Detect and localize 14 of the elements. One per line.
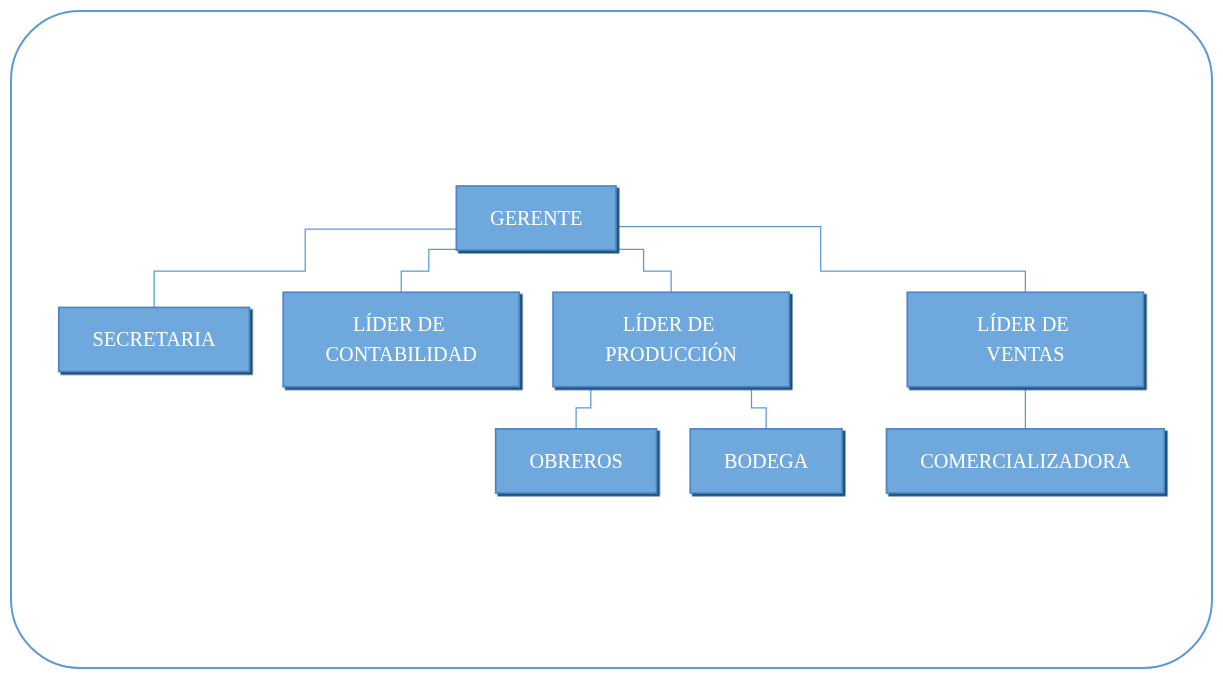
connector	[153, 228, 457, 309]
node-box	[57, 306, 251, 373]
node-box	[552, 291, 791, 388]
node-box	[885, 428, 1166, 494]
connector	[615, 226, 1026, 293]
node-box	[906, 291, 1145, 388]
node-box	[282, 291, 521, 388]
rounded-frame: GERENTE SECRETARIA LÍDER DE CONTABILIDAD LÍDER DE PRODUCCIÓN LÍDER DE VENTAS OBREROS BODEGA COMERCIALIZADORA	[10, 10, 1213, 669]
node-box	[494, 428, 658, 494]
connector	[615, 248, 672, 293]
connector	[1024, 386, 1026, 430]
connector	[400, 248, 457, 293]
node-box	[455, 185, 617, 251]
node-box	[689, 428, 843, 494]
